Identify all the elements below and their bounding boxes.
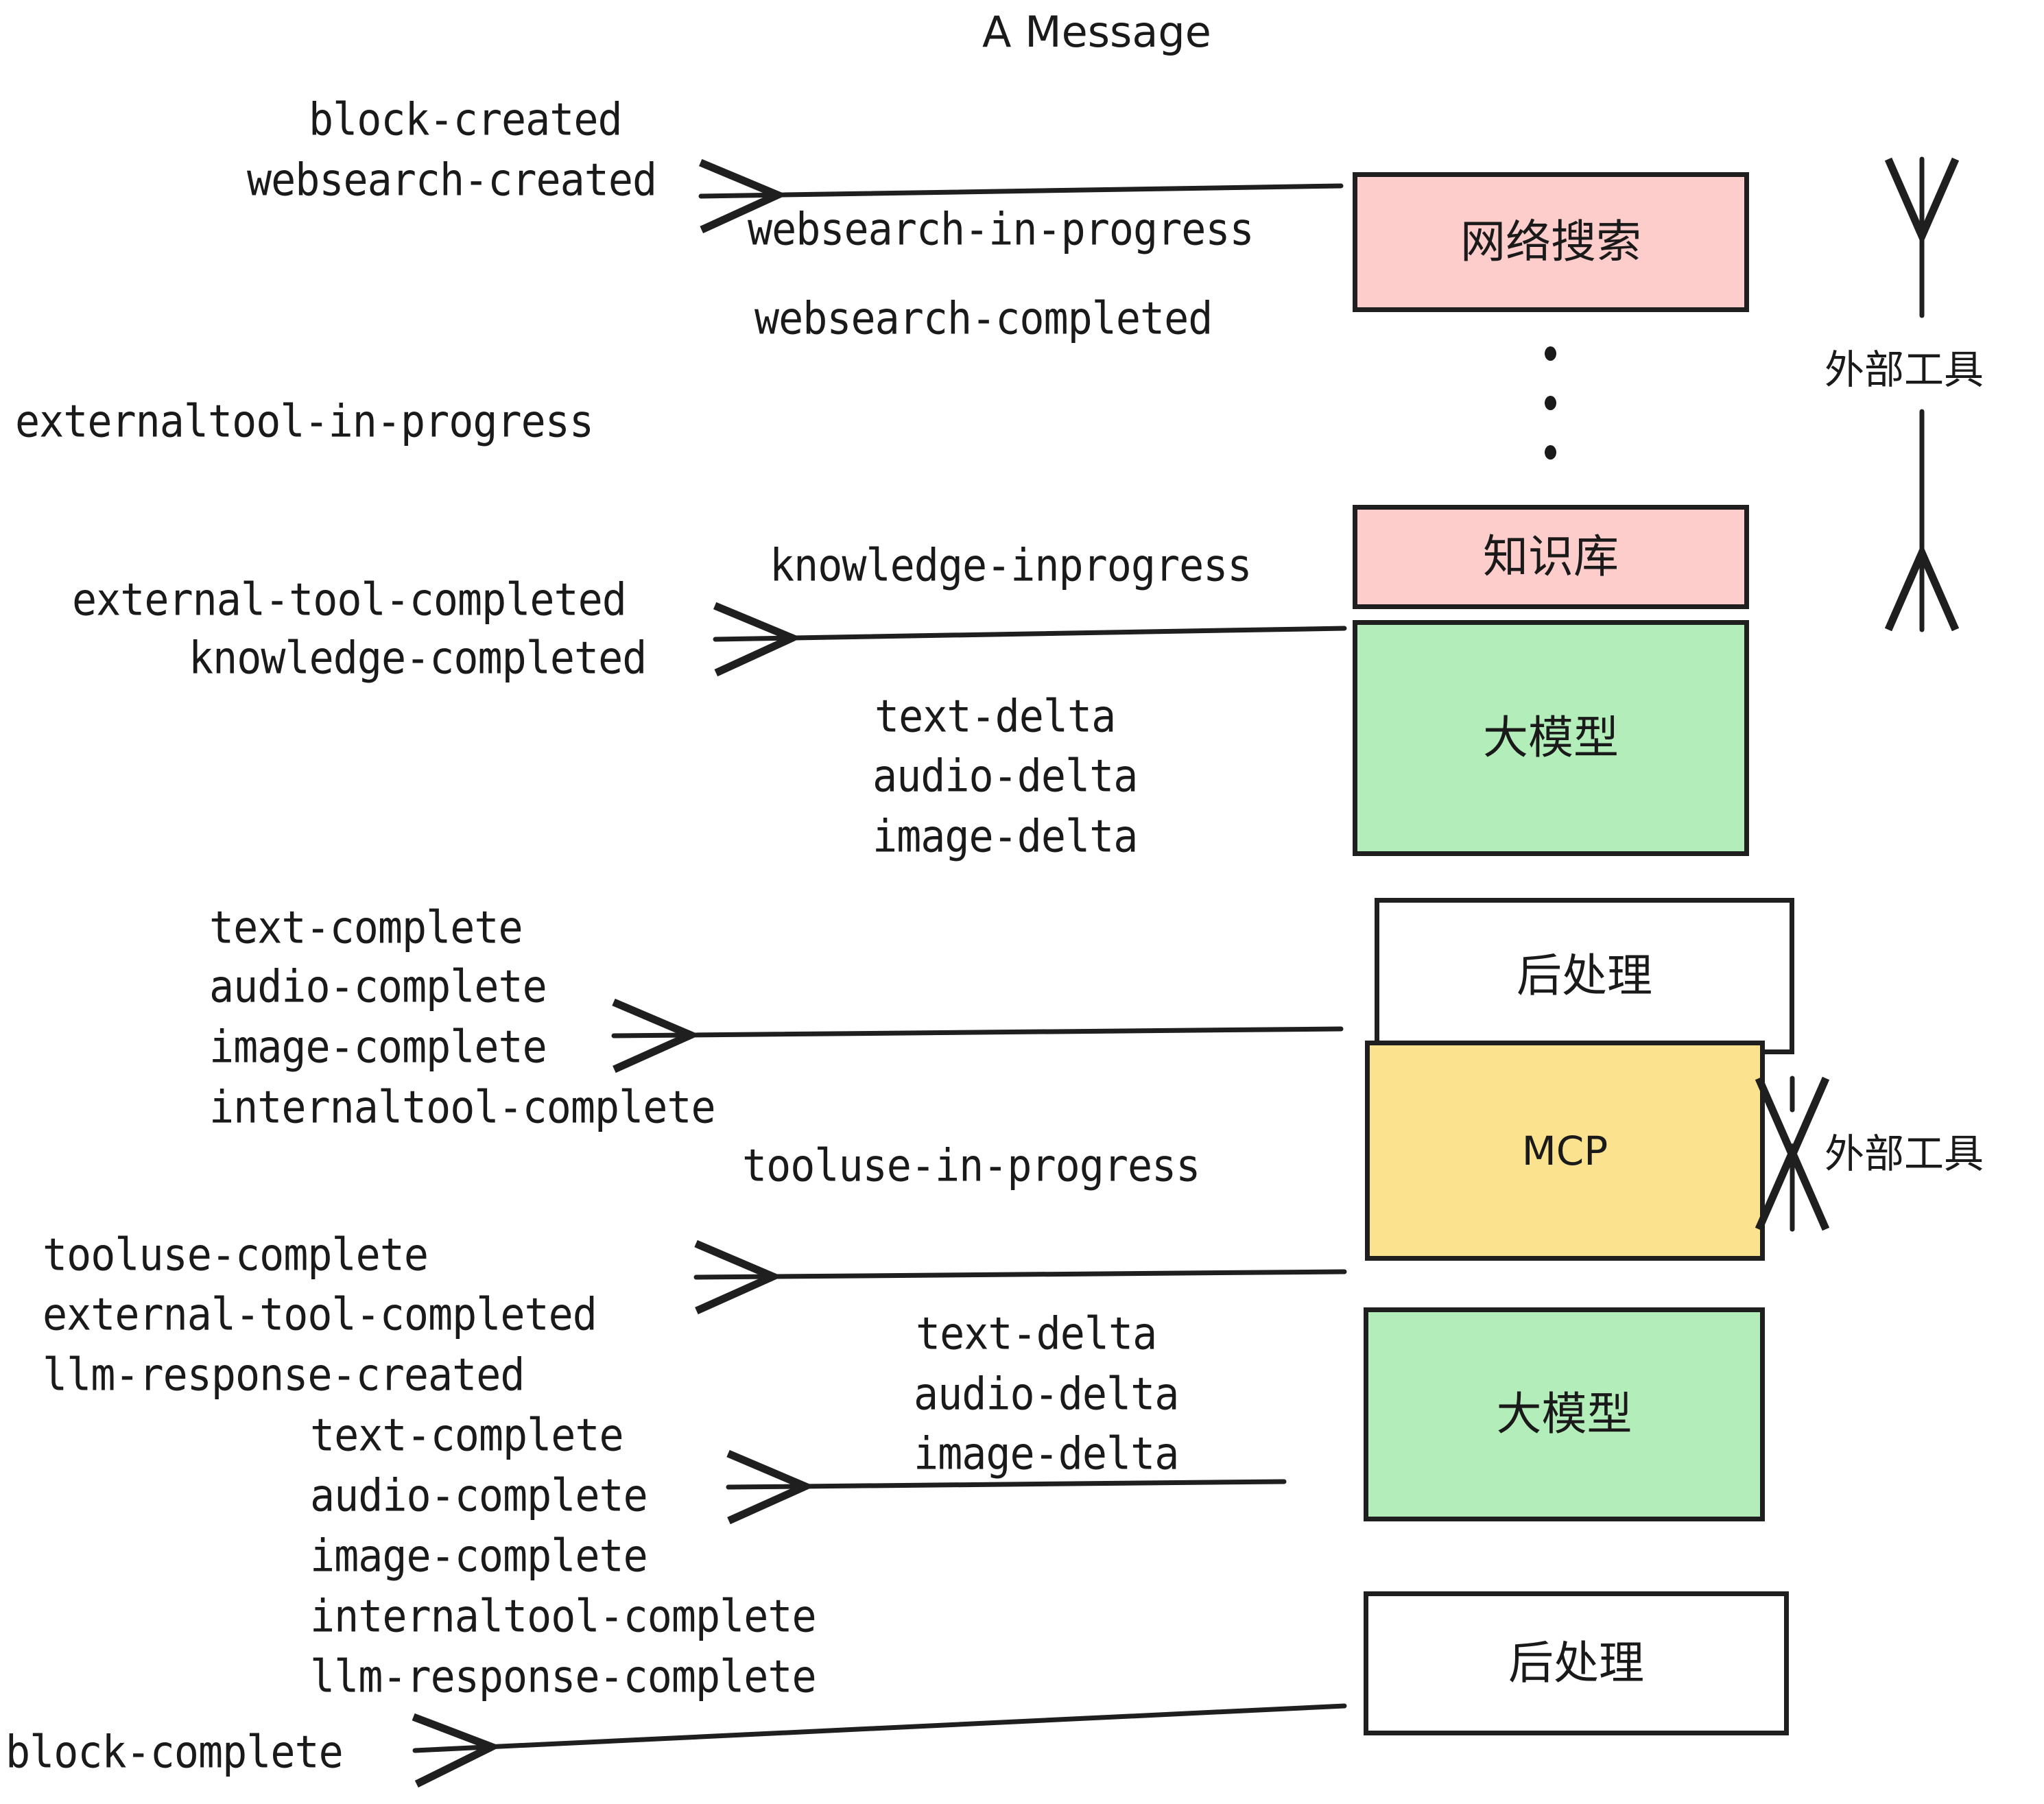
- event-external-tool-completed-first: external-tool-completed: [72, 574, 627, 626]
- arrow-knowledge-to-left: [713, 602, 1347, 677]
- ellipsis-dot: [1544, 445, 1556, 460]
- event-websearch-completed: websearch-completed: [754, 293, 1213, 345]
- event-tooluse-complete: tooluse-complete: [43, 1229, 429, 1281]
- event-block-created: block-created: [309, 94, 623, 146]
- side-label-external-tools-top: 外部工具: [1825, 346, 1984, 393]
- event-internaltool-complete-second: internaltool-complete: [310, 1591, 817, 1643]
- event-text-complete-first: text-complete: [209, 902, 523, 954]
- event-llm-response-complete: llm-response-complete: [310, 1651, 817, 1703]
- node-mcp-label: MCP: [1521, 1127, 1608, 1174]
- vertical-ellipsis: [1543, 346, 1557, 460]
- event-websearch-in-progress: websearch-in-progress: [748, 204, 1255, 256]
- node-websearch[interactable]: 网络搜索: [1353, 172, 1749, 312]
- event-block-complete: block-complete: [5, 1726, 344, 1779]
- node-websearch-label: 网络搜索: [1460, 215, 1641, 268]
- event-audio-delta-first: audio-delta: [872, 750, 1138, 803]
- event-image-complete-second: image-complete: [310, 1530, 648, 1582]
- event-audio-complete-first: audio-complete: [209, 961, 547, 1013]
- event-internaltool-complete-first: internaltool-complete: [209, 1082, 716, 1134]
- arrow-mcp-to-left: [693, 1239, 1347, 1315]
- node-knowledge-label: 知识库: [1483, 530, 1619, 583]
- node-postprocess-second-label: 后处理: [1508, 1637, 1644, 1689]
- ellipsis-dot: [1544, 396, 1556, 410]
- node-llm-second[interactable]: 大模型: [1364, 1307, 1765, 1521]
- event-text-complete-second: text-complete: [310, 1410, 624, 1462]
- ellipsis-dot: [1544, 346, 1556, 361]
- event-knowledge-inprogress: knowledge-inprogress: [770, 540, 1252, 592]
- node-postprocess-first-label: 后处理: [1517, 949, 1652, 1002]
- event-externaltool-in-progress: externaltool-in-progress: [15, 396, 594, 448]
- event-audio-complete-second: audio-complete: [310, 1470, 648, 1522]
- event-image-delta-first: image-delta: [872, 811, 1138, 863]
- node-llm-second-label: 大模型: [1496, 1388, 1632, 1440]
- arrow-postprocess-second-to-left: [412, 1703, 1347, 1788]
- event-image-complete-first: image-complete: [209, 1021, 547, 1073]
- event-tooluse-in-progress: tooluse-in-progress: [742, 1140, 1200, 1192]
- side-label-external-tools-bottom: 外部工具: [1825, 1130, 1984, 1177]
- node-llm-first-label: 大模型: [1483, 711, 1619, 764]
- node-postprocess-second[interactable]: 后处理: [1364, 1591, 1789, 1735]
- page-title: A Message: [982, 7, 1211, 57]
- arrow-llm-second-to-left: [726, 1449, 1287, 1525]
- arrow-postprocess-first-to-left: [611, 998, 1344, 1073]
- event-image-delta-second: image-delta: [914, 1428, 1179, 1480]
- event-audio-delta-second: audio-delta: [914, 1368, 1179, 1421]
- arrow-websearch-to-left: [698, 158, 1344, 234]
- event-knowledge-completed: knowledge-completed: [189, 632, 647, 685]
- node-knowledge[interactable]: 知识库: [1353, 505, 1749, 609]
- event-text-delta-first: text-delta: [875, 691, 1116, 743]
- event-text-delta-second: text-delta: [916, 1308, 1157, 1360]
- node-postprocess-first[interactable]: 后处理: [1375, 898, 1794, 1054]
- node-llm-first[interactable]: 大模型: [1353, 620, 1749, 856]
- event-websearch-created: websearch-created: [247, 154, 657, 206]
- node-mcp[interactable]: MCP: [1365, 1041, 1765, 1261]
- event-llm-response-created: llm-response-created: [43, 1349, 525, 1401]
- event-external-tool-completed-second: external-tool-completed: [43, 1289, 597, 1341]
